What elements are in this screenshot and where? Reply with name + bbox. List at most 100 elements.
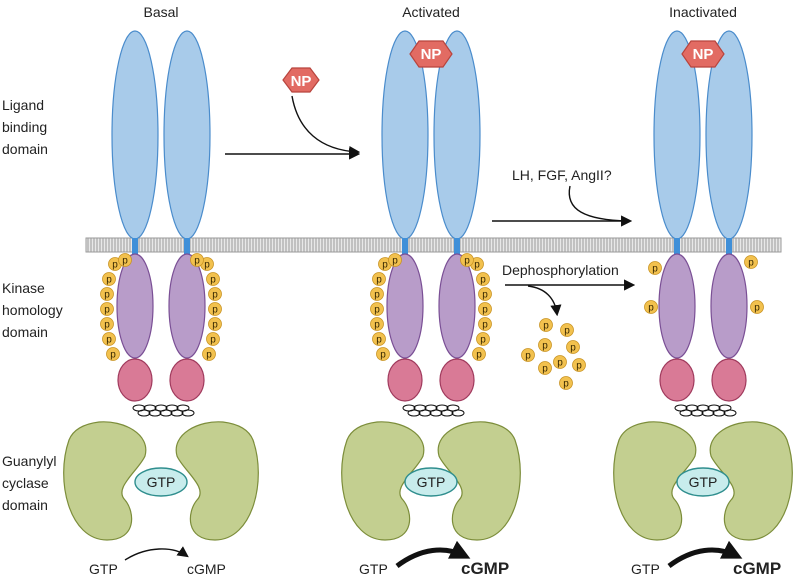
transmembrane-segment-left bbox=[402, 238, 408, 254]
svg-text:p: p bbox=[374, 305, 380, 316]
svg-text:p: p bbox=[382, 260, 388, 271]
svg-text:p: p bbox=[748, 258, 754, 269]
released-phosphate: p bbox=[539, 318, 553, 332]
svg-text:p: p bbox=[212, 290, 218, 301]
cgmp-reaction: GTP cGMP bbox=[89, 546, 226, 577]
phosphate-right: p bbox=[208, 302, 222, 316]
cyclase-subunit-left bbox=[613, 421, 697, 541]
cyclase-domain-label: Guanylyl cyclase domain bbox=[2, 453, 56, 513]
weak-catalysis-arrow bbox=[124, 546, 189, 561]
kinase-homology-domain-right bbox=[168, 253, 206, 359]
svg-text:p: p bbox=[104, 290, 110, 301]
svg-text:p: p bbox=[106, 335, 112, 346]
gtp-label: GTP bbox=[689, 474, 718, 490]
phosphate-left: p bbox=[100, 302, 114, 316]
svg-text:p: p bbox=[576, 361, 582, 372]
phosphate-right: p bbox=[206, 272, 220, 286]
ligand-label-line-2: binding bbox=[2, 119, 47, 135]
phosphate-right: p bbox=[478, 317, 492, 331]
released-phosphate: p bbox=[559, 376, 573, 390]
phosphate-right: p bbox=[478, 287, 492, 301]
phosphate-left: p bbox=[106, 347, 120, 361]
phosphate-left: p bbox=[376, 347, 390, 361]
svg-text:p: p bbox=[482, 320, 488, 331]
ligand-binding-domain-left bbox=[111, 30, 159, 240]
svg-text:p: p bbox=[754, 303, 760, 314]
svg-text:p: p bbox=[482, 290, 488, 301]
svg-text:p: p bbox=[482, 305, 488, 316]
phosphate-left: p bbox=[644, 300, 658, 314]
svg-text:p: p bbox=[543, 321, 549, 332]
released-phosphate: p bbox=[538, 338, 552, 352]
dimerization-coil bbox=[402, 404, 465, 417]
gtp-bound bbox=[404, 467, 458, 497]
svg-text:p: p bbox=[374, 290, 380, 301]
gtp-bound bbox=[676, 467, 730, 497]
strong-catalysis-arrow bbox=[395, 540, 471, 569]
transmembrane-segment-left bbox=[132, 238, 138, 254]
svg-text:p: p bbox=[474, 260, 480, 271]
released-phosphate: p bbox=[560, 323, 574, 337]
svg-text:p: p bbox=[525, 351, 531, 362]
svg-text:p: p bbox=[648, 303, 654, 314]
phosphate-left: p bbox=[100, 287, 114, 301]
phosphate-right: p bbox=[476, 272, 490, 286]
kinase-homology-domain-left bbox=[116, 253, 154, 359]
phosphate-left: p bbox=[370, 287, 384, 301]
product-label: cGMP bbox=[187, 561, 226, 577]
phosphate-right: p bbox=[750, 300, 764, 314]
phosphate-right: p bbox=[206, 332, 220, 346]
kinase-label-line-1: Kinase bbox=[2, 280, 45, 296]
product-label: cGMP bbox=[461, 559, 509, 578]
released-phosphate: p bbox=[521, 348, 535, 362]
kinase-label-line-3: domain bbox=[2, 324, 48, 340]
svg-text:p: p bbox=[476, 350, 482, 361]
svg-text:p: p bbox=[480, 275, 486, 286]
svg-text:p: p bbox=[210, 335, 216, 346]
cyclase-label-line-3: domain bbox=[2, 497, 48, 513]
phosphate-left: p bbox=[372, 332, 386, 346]
svg-text:p: p bbox=[104, 305, 110, 316]
substrate-label: GTP bbox=[89, 561, 118, 577]
phosphate-left: p bbox=[388, 253, 402, 267]
guanylyl-cyclase-domain bbox=[613, 421, 793, 541]
hinge-region-left bbox=[117, 358, 153, 402]
svg-text:p: p bbox=[104, 320, 110, 331]
phosphate-left: p bbox=[118, 253, 132, 267]
transmembrane-segment-right bbox=[454, 238, 460, 254]
phosphate-left: p bbox=[102, 332, 116, 346]
transition-1-label: LH, FGF, AngII? bbox=[512, 167, 612, 183]
svg-text:p: p bbox=[112, 260, 118, 271]
svg-text:p: p bbox=[210, 275, 216, 286]
bound-np-ligand: NP bbox=[681, 40, 725, 68]
svg-text:NP: NP bbox=[693, 46, 714, 63]
hinge-region-right bbox=[439, 358, 475, 402]
cyclase-subunit-right bbox=[437, 421, 521, 541]
cyclase-label-line-1: Guanylyl bbox=[2, 453, 56, 469]
kinase-homology-domain-right bbox=[710, 253, 748, 359]
substrate-label: GTP bbox=[631, 561, 660, 577]
cell-membrane bbox=[85, 237, 782, 253]
guanylyl-cyclase-domain bbox=[341, 421, 521, 541]
svg-text:p: p bbox=[376, 275, 382, 286]
phosphate-left: p bbox=[648, 261, 662, 275]
gtp-label: GTP bbox=[147, 474, 176, 490]
svg-text:p: p bbox=[570, 343, 576, 354]
phosphate-right: p bbox=[476, 332, 490, 346]
guanylyl-cyclase-domain bbox=[63, 421, 259, 541]
phosphate-right: p bbox=[202, 347, 216, 361]
free-np-ligand: NP bbox=[282, 67, 320, 93]
hinge-region-left bbox=[659, 358, 695, 402]
svg-text:p: p bbox=[204, 260, 210, 271]
svg-text:p: p bbox=[106, 275, 112, 286]
svg-text:p: p bbox=[557, 358, 563, 369]
cyclase-subunit-left bbox=[63, 421, 147, 541]
bound-np-ligand: NP bbox=[409, 40, 453, 68]
transition-1-feed-arrow bbox=[568, 185, 629, 222]
kinase-label-line-2: homology bbox=[2, 302, 63, 318]
